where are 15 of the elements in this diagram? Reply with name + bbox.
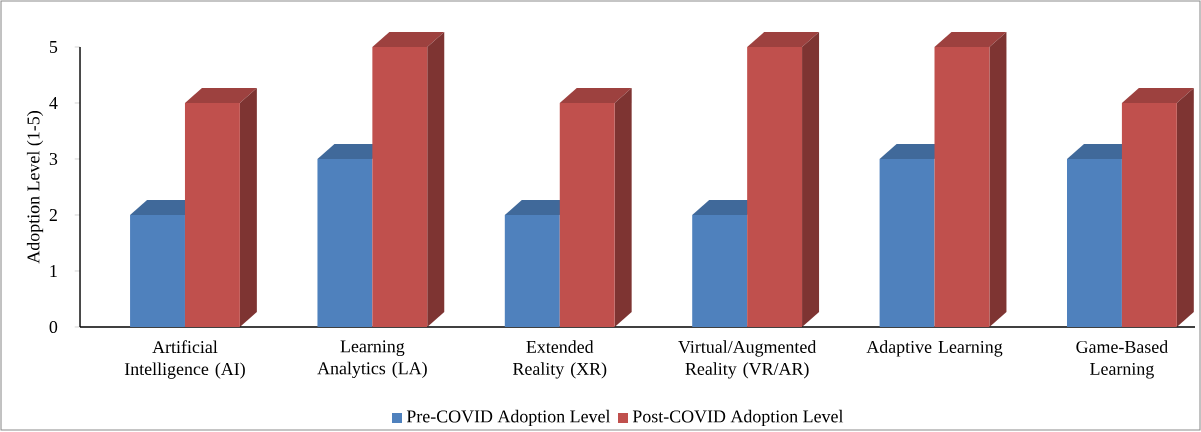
legend-text: Pre-COVID Adoption Level xyxy=(406,409,611,427)
category-label: Artificial Intelligence (AI) xyxy=(124,340,245,379)
tick-label: 0 xyxy=(49,320,58,333)
category-label: Virtual/Augmented Reality (VR/AR) xyxy=(678,340,817,379)
tick-label: 4 xyxy=(49,97,58,109)
category-label: Extended Reality (XR) xyxy=(513,340,607,379)
tick-label: 3 xyxy=(49,153,58,165)
category-label: Learning Analytics (LA) xyxy=(317,340,427,379)
tick-label: 1 xyxy=(50,265,57,277)
category-label: Adaptive Learning xyxy=(866,340,1003,357)
axis-title: Adoption Level (1-5) xyxy=(26,111,44,264)
legend-text: Post-COVID Adoption Level xyxy=(632,409,844,427)
category-label: Game-Based Learning xyxy=(1076,340,1168,379)
tick-label: 2 xyxy=(49,209,57,221)
tick-label: 5 xyxy=(49,41,58,53)
